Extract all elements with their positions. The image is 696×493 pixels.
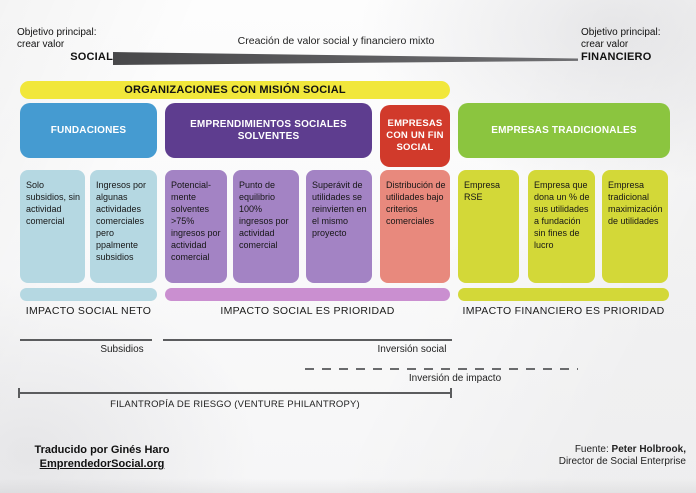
cell-emprendimientos-1: Potencial- mente solventes >75% ingresos… [165, 170, 227, 283]
column-header-fin-social: EMPRESAS CON UN FIN SOCIAL [380, 105, 450, 167]
emprendedorsocial-link[interactable]: EmprendedorSocial.org [39, 458, 165, 470]
translation-credit-line: Traducido por Ginés Haro [34, 444, 170, 456]
range-label-inversion-social: Inversión social [377, 344, 447, 355]
source-prefix: Fuente: [574, 444, 612, 455]
objective-left-line1: Objetivo principal: [17, 27, 97, 38]
cell-emprendimientos-2: Punto de equilibrio 100% ingresos por ac… [233, 170, 299, 283]
column-header-fundaciones: FUNDACIONES [20, 103, 157, 158]
range-line-inversion-social [163, 339, 452, 341]
objective-right-line1: Objetivo principal: [581, 27, 661, 38]
source-role: Director de Social Enterprise [558, 456, 686, 467]
cell-tradicionales-3: Empresa tradicional maximización de util… [602, 170, 668, 283]
range-tick-left [18, 388, 20, 398]
cell-fundaciones-2: Ingresos por algunas actividades comerci… [90, 170, 157, 283]
translation-credit: Traducido por Ginés Haro EmprendedorSoci… [22, 443, 182, 471]
range-label-inversion-impacto: Inversión de impacto [408, 373, 502, 384]
cell-tradicionales-1: Empresa RSE [458, 170, 519, 283]
range-label-subsidios: Subsidios [100, 344, 144, 355]
objective-right: Objetivo principal: crear valor FINANCIE… [581, 27, 693, 64]
pole-social-label: SOCIAL [70, 51, 113, 63]
cell-tradicionales-2: Empresa que dona un % de sus utilidades … [528, 170, 595, 283]
spectrum-gradient-bar [113, 52, 578, 65]
column-header-tradicionales: EMPRESAS TRADICIONALES [458, 103, 670, 158]
objective-left-line2: crear valor [17, 38, 65, 50]
social-mission-banner: ORGANIZACIONES CON MISIÓN SOCIAL [20, 81, 450, 99]
cell-fin-social-1: Distribución de utilidades bajo criterio… [380, 170, 450, 283]
cell-emprendimientos-3: Superávit de utilidades se reinvierten e… [306, 170, 372, 283]
range-label-filantropia: FILANTROPÍA DE RIESGO (VENTURE PHILANTRO… [110, 399, 360, 410]
range-line-filantropia [18, 388, 452, 398]
objective-right-line2: crear valor [581, 38, 629, 50]
range-tick-right [450, 388, 452, 398]
impact-band-social-prioridad [165, 288, 450, 301]
objective-left: Objetivo principal: crear valor SOCIAL [17, 27, 113, 64]
impact-band-financiero-prioridad [458, 288, 669, 301]
impact-label-left: IMPACTO SOCIAL NETO [25, 305, 152, 317]
mixed-value-caption: Creación de valor social y financiero mi… [237, 35, 435, 47]
cell-fundaciones-1: Solo subsidios, sin actividad comercial [20, 170, 85, 283]
source-name: Peter Holbrook, [611, 444, 686, 455]
column-header-emprendimientos: EMPRENDIMIENTOS SOCIALES SOLVENTES [165, 103, 372, 158]
pole-financiero-label: FINANCIERO [581, 51, 652, 63]
impact-label-right: IMPACTO FINANCIERO ES PRIORIDAD [462, 305, 665, 317]
range-line-subsidios [20, 339, 152, 341]
source-line1: Fuente: Peter Holbrook, [500, 444, 686, 456]
range-line-inversion-impacto [305, 368, 578, 370]
impact-label-middle: IMPACTO SOCIAL ES PRIORIDAD [220, 305, 395, 317]
impact-band-social-neto [20, 288, 157, 301]
source-attribution: Fuente: Peter Holbrook, Director de Soci… [500, 444, 686, 468]
